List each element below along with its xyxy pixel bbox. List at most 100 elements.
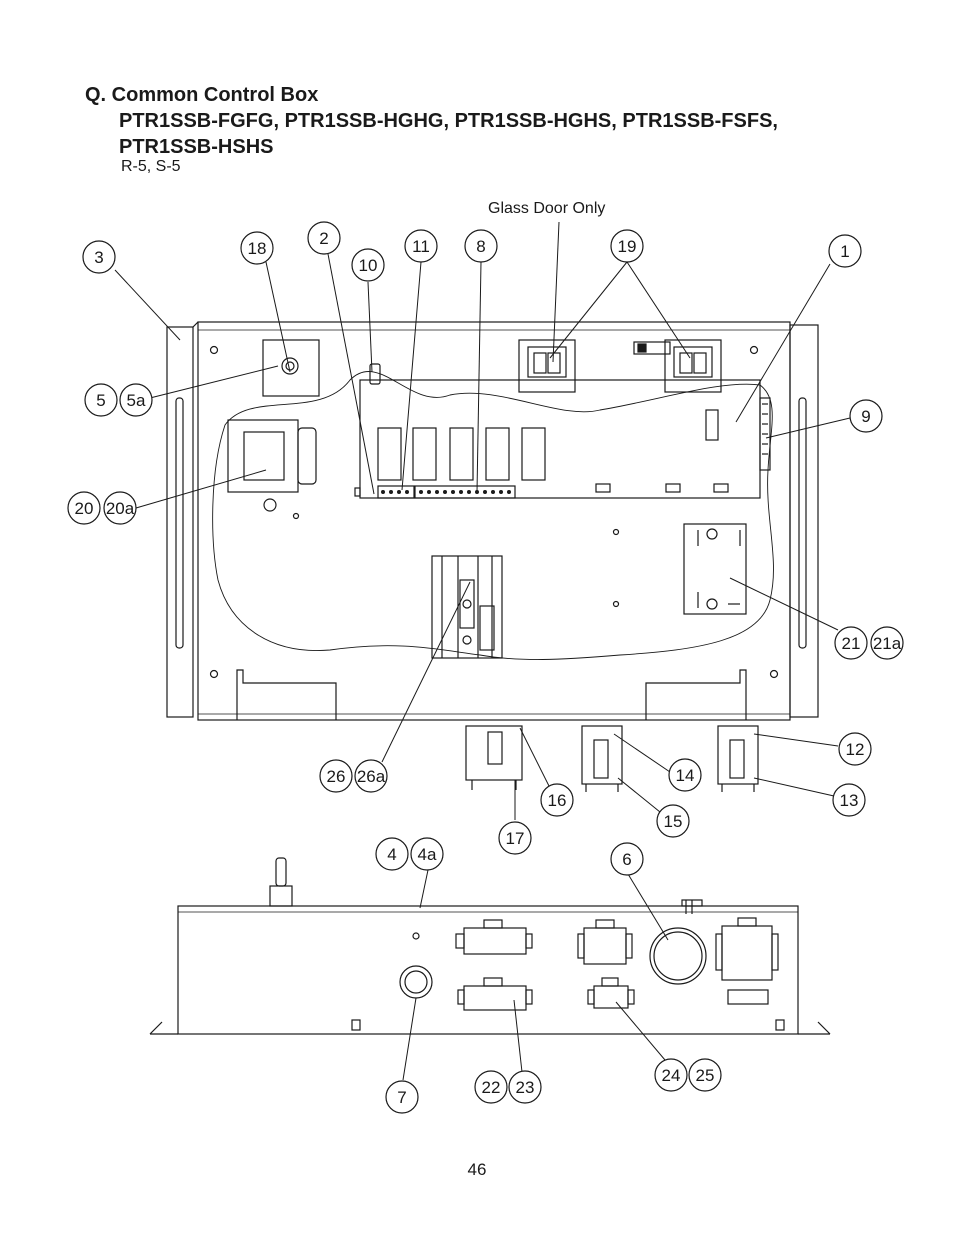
callout-label: 17 [506, 829, 525, 848]
callout-label: 4 [387, 845, 396, 864]
callout-label: 4a [418, 845, 437, 864]
callout-2: 2 [307, 221, 341, 255]
callout-circle [832, 783, 866, 817]
front-panel-outline [177, 905, 799, 1035]
callout-14: 14 [668, 758, 702, 792]
callout-circle [474, 1070, 508, 1104]
callout-circle [84, 383, 118, 417]
callout-circle [688, 1058, 722, 1092]
callout-19: 19 [610, 229, 644, 263]
callout-label: 26a [357, 767, 386, 786]
relay-3 [449, 427, 474, 481]
callout-circle [240, 231, 274, 265]
callout-circle [67, 491, 101, 525]
component-outline-cloud [212, 371, 774, 660]
callout-label: 24 [662, 1066, 681, 1085]
callout-circle [656, 804, 690, 838]
callout-circle [508, 1070, 542, 1104]
relay-4 [485, 427, 510, 481]
callout-12: 12 [838, 732, 872, 766]
box-outline [197, 321, 791, 721]
callout-1: 1 [828, 234, 862, 268]
relay-5 [521, 427, 546, 481]
callout-circle [103, 491, 137, 525]
terminal-module [431, 555, 503, 659]
terminal-block-small [377, 485, 415, 499]
front-switch-right [721, 925, 773, 981]
callout-circle [351, 248, 385, 282]
callout-label: 8 [476, 237, 485, 256]
switch-14-15 [581, 725, 623, 785]
contactor [683, 523, 747, 615]
callout-7: 7 [385, 1080, 419, 1114]
control-box-front-view [149, 857, 831, 1035]
callout-23: 23 [508, 1070, 542, 1104]
left-flange [166, 326, 194, 718]
callout-circle [838, 732, 872, 766]
callout-circle [464, 229, 498, 263]
switch-bracket [633, 341, 671, 355]
callout-4a: 4a [410, 837, 444, 871]
callout-6: 6 [610, 842, 644, 876]
callout-label: 13 [840, 791, 859, 810]
callout-label: 20a [106, 499, 135, 518]
callout-20a: 20a [103, 491, 137, 525]
callout-circle [540, 783, 574, 817]
callout-20: 20 [67, 491, 101, 525]
callout-9: 9 [849, 399, 883, 433]
callout-label: 9 [861, 407, 870, 426]
page-number: 46 [467, 1160, 487, 1179]
door-switch-right [664, 339, 722, 393]
callout-label: 25 [696, 1066, 715, 1085]
relay-1 [377, 427, 402, 481]
section-title: Q. Common Control Box [85, 84, 319, 106]
selector-switch [262, 339, 320, 397]
callout-circle [610, 842, 644, 876]
callout-10: 10 [351, 248, 385, 282]
fuse-holder-lower [463, 985, 527, 1011]
callout-26a: 26a [354, 759, 388, 793]
callout-15: 15 [656, 804, 690, 838]
callout-22: 22 [474, 1070, 508, 1104]
callout-label: 16 [548, 791, 567, 810]
glass-door-note: Glass Door Only [488, 200, 605, 217]
callout-label: 18 [248, 239, 267, 258]
callout-16: 16 [540, 783, 574, 817]
callout-label: 7 [397, 1088, 406, 1107]
knockout-hole [649, 927, 707, 985]
callout-24: 24 [654, 1058, 688, 1092]
callout-circle [668, 758, 702, 792]
callout-21: 21 [834, 626, 868, 660]
callout-label: 2 [319, 229, 328, 248]
callout-label: 26 [327, 767, 346, 786]
front-switch-small [593, 985, 629, 1009]
revision-code: R-5, S-5 [121, 158, 181, 175]
fuse-holder-upper [463, 927, 527, 955]
callout-label: 6 [622, 850, 631, 869]
callout-circle [410, 837, 444, 871]
transformer [227, 419, 299, 493]
switch-12-13 [717, 725, 759, 785]
callout-label: 5 [96, 391, 105, 410]
callout-circle [354, 759, 388, 793]
callout-circle [834, 626, 868, 660]
callout-circle [307, 221, 341, 255]
callout-label: 21a [873, 634, 902, 653]
terminal-strip [414, 485, 516, 499]
callout-8: 8 [464, 229, 498, 263]
callout-circle [870, 626, 904, 660]
callout-label: 12 [846, 740, 865, 759]
callout-circle [828, 234, 862, 268]
callout-label: 22 [482, 1078, 501, 1097]
callout-circle [610, 229, 644, 263]
switch-16-17 [465, 725, 523, 781]
callout-25: 25 [688, 1058, 722, 1092]
callout-26: 26 [319, 759, 353, 793]
callout-circle [119, 383, 153, 417]
selector-knob-base [269, 885, 293, 907]
callout-circle [375, 837, 409, 871]
callout-circle [82, 240, 116, 274]
model-list-line2: PTR1SSB-HSHS [119, 136, 274, 158]
